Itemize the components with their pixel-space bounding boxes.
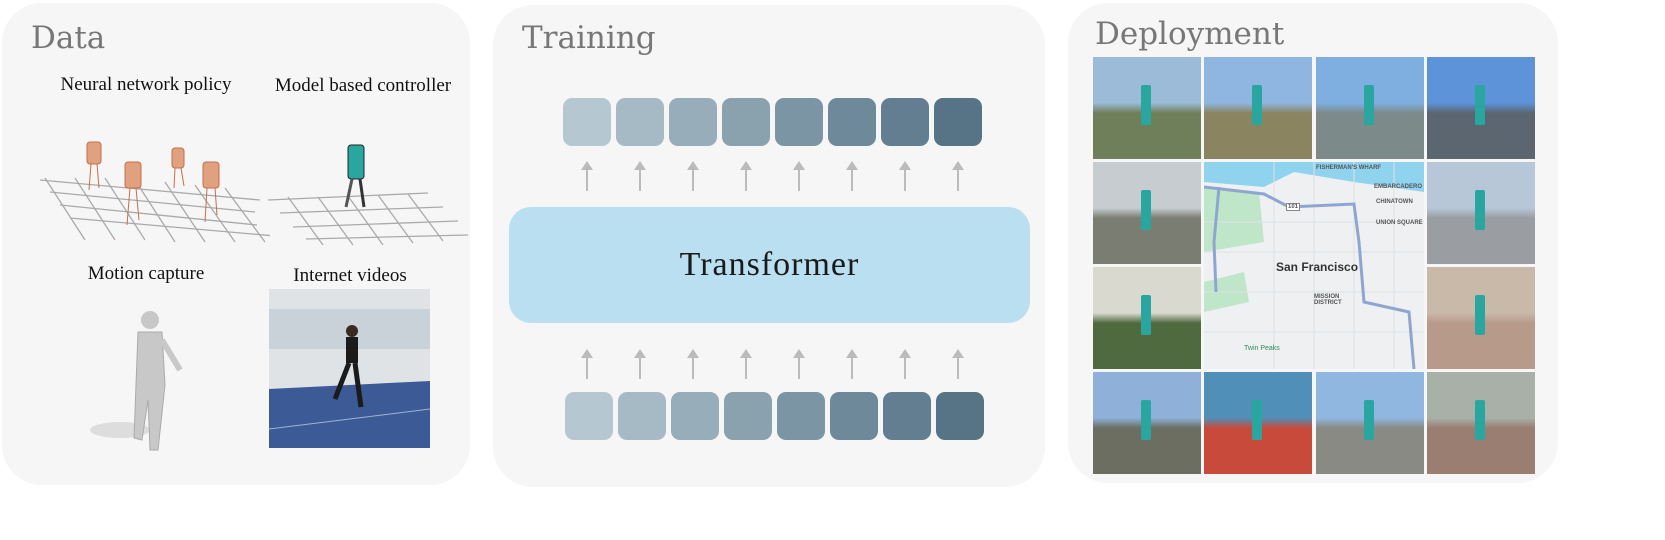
up-arrow-icon [581, 161, 593, 191]
transformer-block: Transformer [509, 207, 1030, 323]
map-label-fishermans-wharf: FISHERMAN'S WHARF [1316, 165, 1382, 171]
output-token [828, 98, 876, 146]
internet-video-frame [269, 289, 430, 448]
robot-figure [1252, 85, 1262, 125]
deployment-photo [1093, 267, 1201, 369]
robot-figure [1141, 85, 1151, 125]
up-arrow-icon [899, 349, 911, 379]
up-arrow-icon [793, 349, 805, 379]
deployment-photo [1316, 57, 1424, 159]
robot-figure [1475, 190, 1485, 230]
deployment-photo [1427, 162, 1535, 264]
up-arrow-icon [634, 349, 646, 379]
input-token [618, 392, 666, 440]
up-arrow-icon [687, 161, 699, 191]
output-token [775, 98, 823, 146]
neural-policy-robots-illustration [39, 141, 270, 243]
deployment-photo [1204, 57, 1312, 159]
input-token [883, 392, 931, 440]
model-controller-robot-illustration [268, 144, 468, 246]
map-label-highway-101: 101 [1286, 203, 1301, 211]
output-token [881, 98, 929, 146]
output-token [669, 98, 717, 146]
input-token [936, 392, 984, 440]
up-arrow-icon [952, 349, 964, 379]
san-francisco-map: FISHERMAN'S WHARF EMBARCADERO CHINATOWN … [1204, 162, 1424, 369]
robot-figure [1364, 85, 1374, 125]
robot-figure [1141, 190, 1151, 230]
up-arrow-icon [687, 349, 699, 379]
deployment-photo [1093, 57, 1201, 159]
deployment-title: Deployment [1095, 16, 1285, 52]
deployment-photo [1427, 372, 1535, 474]
deployment-photo [1093, 162, 1201, 264]
motion-capture-human-illustration [90, 311, 183, 451]
output-token [934, 98, 982, 146]
deployment-photo [1204, 372, 1312, 474]
deployment-photo [1093, 372, 1201, 474]
up-arrow-icon [740, 161, 752, 191]
training-title: Training [522, 20, 656, 56]
robot-figure [1252, 400, 1262, 440]
deployment-photo [1316, 372, 1424, 474]
deployment-photo [1427, 57, 1535, 159]
data-title: Data [31, 20, 106, 56]
deployment-photo [1427, 267, 1535, 369]
map-roads [1204, 162, 1424, 369]
input-token [671, 392, 719, 440]
up-arrow-icon [740, 349, 752, 379]
input-token [777, 392, 825, 440]
output-token [563, 98, 611, 146]
up-arrow-icon [846, 349, 858, 379]
source-label-motion-capture: Motion capture [87, 263, 205, 284]
input-token [830, 392, 878, 440]
map-label-union-square: UNION SQUARE [1376, 220, 1423, 226]
robot-figure [1475, 85, 1485, 125]
map-label-twin-peaks: Twin Peaks [1244, 345, 1280, 352]
robot-figure [1364, 400, 1374, 440]
input-token [724, 392, 772, 440]
up-arrow-icon [581, 349, 593, 379]
robot-figure [1475, 400, 1485, 440]
up-arrow-icon [634, 161, 646, 191]
map-label-chinatown: CHINATOWN [1376, 199, 1413, 205]
up-arrow-icon [952, 161, 964, 191]
up-arrow-icon [846, 161, 858, 191]
output-token [722, 98, 770, 146]
map-label-mission-district: MISSION DISTRICT [1314, 294, 1342, 306]
map-label-embarcadero: EMBARCADERO [1374, 184, 1422, 190]
source-label-model-controller: Model based controller [274, 75, 452, 96]
robot-figure [1475, 295, 1485, 335]
robot-figure [1141, 400, 1151, 440]
input-token [565, 392, 613, 440]
up-arrow-icon [793, 161, 805, 191]
robot-figure [1141, 295, 1151, 335]
up-arrow-icon [899, 161, 911, 191]
map-label-city: San Francisco [1276, 260, 1359, 274]
source-label-neural-policy: Neural network policy [60, 74, 232, 95]
output-token [616, 98, 664, 146]
source-label-internet-videos: Internet videos [293, 265, 407, 286]
